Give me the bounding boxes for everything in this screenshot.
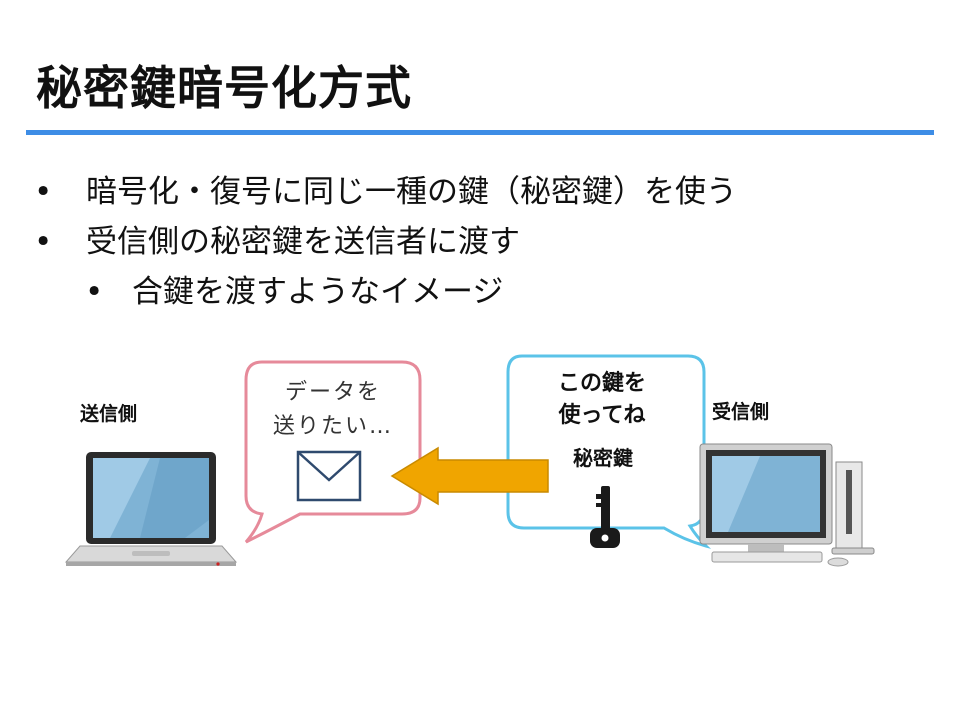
desktop-computer-icon (699, 443, 875, 567)
transfer-arrow-icon (390, 446, 549, 506)
bullet-item: • 受信側の秘密鍵を送信者に渡す (34, 222, 520, 262)
receiver-label: 受信側 (712, 401, 770, 423)
sender-label: 送信側 (80, 403, 138, 425)
title-divider (26, 130, 934, 135)
bullet-marker: • (85, 274, 104, 310)
bullet-text: 暗号化・復号に同じ一種の鍵（秘密鍵）を使う (86, 174, 737, 210)
bullet-item: • 暗号化・復号に同じ一種の鍵（秘密鍵）を使う (34, 172, 737, 212)
sender-bubble-text: データを 送りたい… (258, 376, 408, 444)
sender-bubble-line: データを (284, 380, 381, 405)
slide-title: 秘密鍵暗号化方式 (36, 61, 412, 115)
laptop-icon (64, 452, 238, 566)
bullet-marker: • (34, 174, 53, 210)
bullet-text: 合鍵を渡すようなイメージ (132, 274, 504, 310)
receiver-bubble-text: この鍵を 使ってね (522, 368, 682, 432)
receiver-bubble-line: この鍵を (557, 371, 646, 396)
key-icon (590, 486, 620, 548)
envelope-icon (296, 450, 362, 502)
bullet-marker: • (34, 224, 53, 260)
sub-bullet-item: • 合鍵を渡すようなイメージ (85, 272, 504, 312)
bullet-text: 受信側の秘密鍵を送信者に渡す (86, 224, 520, 260)
sender-bubble-line: 送りたい… (272, 414, 393, 439)
receiver-bubble-line: 使ってね (558, 403, 646, 428)
secret-key-label: 秘密鍵 (573, 446, 633, 470)
